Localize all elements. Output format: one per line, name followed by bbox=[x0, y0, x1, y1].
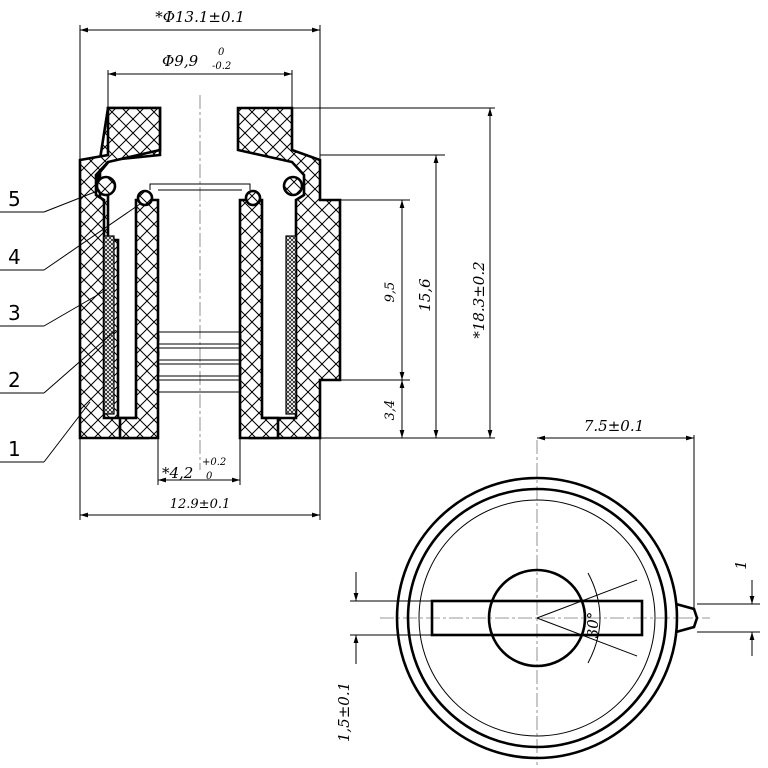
dim-base-width: 12.9±0.1 bbox=[170, 497, 231, 512]
part-leaders bbox=[0, 189, 141, 463]
small-ring-right bbox=[244, 189, 262, 207]
dim-slot-width: 1,5±0.1 bbox=[335, 682, 353, 742]
dim-total-height: *18.3±0.2 bbox=[470, 261, 488, 338]
o-ring-left bbox=[95, 175, 117, 197]
dim-inner-bore: *4,2 +0.2 0 bbox=[162, 457, 226, 482]
right-inner-sleeve bbox=[238, 198, 280, 440]
dim-bore-tol-lower: -0.2 bbox=[212, 61, 231, 72]
pin-nub bbox=[675, 602, 699, 634]
outer-rim bbox=[395, 476, 679, 760]
dim-inner-bore-tol-lower: 0 bbox=[206, 471, 213, 482]
part-label-3: 3 bbox=[8, 301, 21, 325]
dim-pin-size: 1 bbox=[732, 560, 750, 570]
slot-bar bbox=[430, 599, 644, 637]
central-hole bbox=[487, 568, 587, 668]
part-label-4: 4 bbox=[8, 245, 21, 269]
part-label-5: 5 bbox=[8, 187, 21, 211]
dim-bore-main: Φ9,9 bbox=[162, 52, 199, 70]
small-ring-left bbox=[136, 189, 154, 207]
top-view: 30° 7.5±0.1 1 1,5±0.1 bbox=[335, 417, 760, 765]
dim-bore: Φ9,9 0 -0.2 bbox=[162, 47, 231, 72]
part-label-1: 1 bbox=[8, 437, 21, 461]
dim-inner-bore-main: *4,2 bbox=[162, 464, 193, 482]
thread-grooves bbox=[157, 200, 242, 438]
inner-ring bbox=[418, 499, 656, 737]
left-inner-sleeve bbox=[118, 198, 160, 440]
o-ring-right bbox=[282, 175, 304, 197]
dim-angle: 30° bbox=[584, 612, 602, 639]
dim-outer-diameter: *Φ13.1±0.1 bbox=[155, 8, 245, 26]
right-housing bbox=[236, 106, 342, 440]
dim-inner-height: 15,6 bbox=[416, 278, 434, 312]
inner-rim bbox=[406, 487, 668, 749]
dim-inner-bore-tol-upper: +0.2 bbox=[202, 457, 226, 468]
right-coil bbox=[285, 235, 297, 415]
part-label-2: 2 bbox=[8, 368, 21, 392]
angle-arc bbox=[587, 572, 601, 664]
dim-pin-offset: 7.5±0.1 bbox=[584, 417, 644, 435]
dim-base-height: 3,4 bbox=[383, 400, 398, 421]
left-coil bbox=[103, 235, 115, 415]
section-view: *Φ13.1±0.1 Φ9,9 0 -0.2 *18.3±0.2 15,6 9,… bbox=[0, 8, 495, 520]
dimension-lines bbox=[80, 27, 493, 518]
cap-top bbox=[149, 183, 251, 190]
dim-bore-tol-upper: 0 bbox=[218, 47, 225, 58]
dim-flat-height: 9,5 bbox=[383, 282, 398, 303]
